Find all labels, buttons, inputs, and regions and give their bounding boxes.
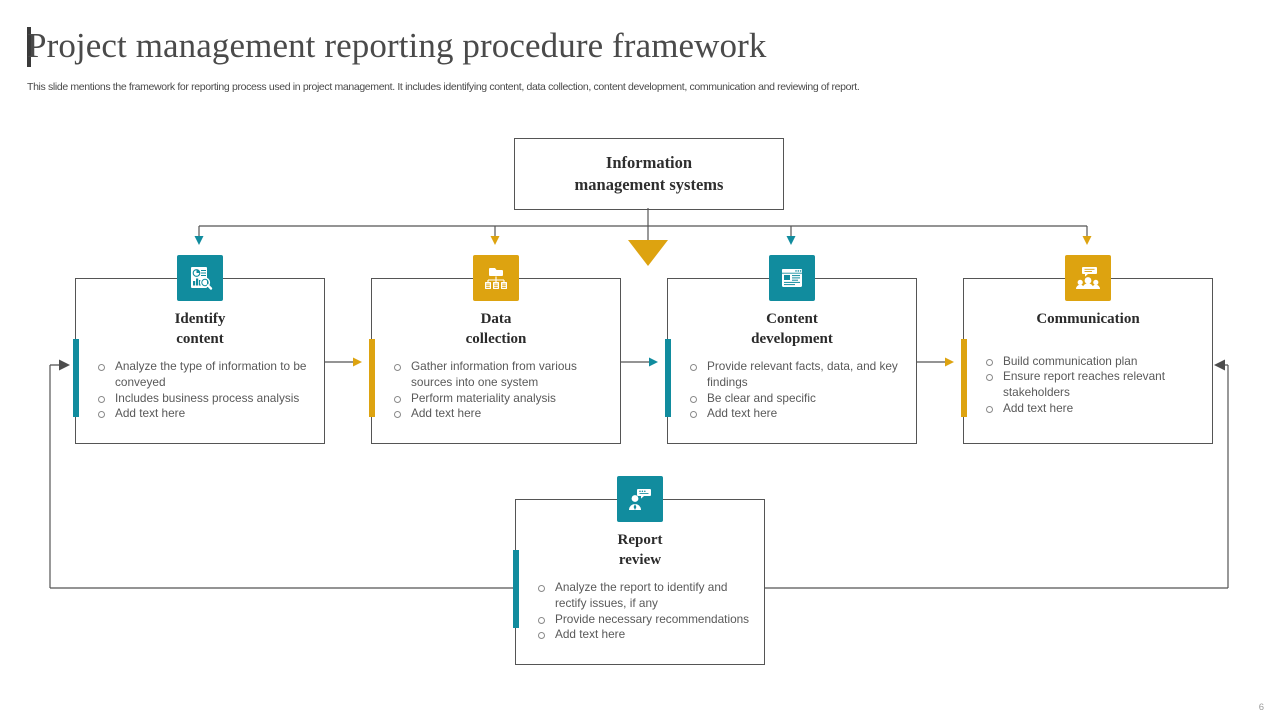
page-title: Project management reporting procedure f… [27, 26, 767, 65]
card-title: Communication [978, 310, 1198, 330]
card-title-line1: Communication [1036, 311, 1140, 327]
person-speech-bubble-icon [617, 476, 663, 522]
card-identify-content[interactable]: Identify content Analyze the type of inf… [73, 255, 325, 444]
card-report-review[interactable]: Report review Analyze the report to iden… [513, 476, 765, 665]
list-item: Add text here [690, 406, 902, 422]
list-item: Add text here [986, 401, 1198, 417]
list-item: Add text here [98, 406, 310, 422]
list-item: Provide relevant facts, data, and key fi… [690, 359, 902, 391]
card-title-line1: Content [766, 311, 818, 327]
card-title-line2: development [751, 330, 833, 347]
card-accent-bar [665, 339, 671, 417]
card-title-line2: collection [465, 330, 527, 347]
card-title-line1: Report [617, 532, 663, 548]
topbox-label-line1: Information [605, 153, 693, 172]
card-data-collection[interactable]: Data collection Gather information from … [369, 255, 621, 444]
information-management-systems-box[interactable]: Information management systems [514, 138, 784, 210]
document-layout-icon [769, 255, 815, 301]
page-number: 6 [1258, 702, 1264, 713]
people-speech-icon [1065, 255, 1111, 301]
list-item: Build communication plan [986, 354, 1198, 370]
list-item: Ensure report reaches relevant stakehold… [986, 369, 1198, 401]
page-subtitle: This slide mentions the framework for re… [27, 81, 860, 93]
card-accent-bar [513, 550, 519, 628]
card-title-line1: Identify [174, 311, 226, 327]
list-item: Perform materiality analysis [394, 391, 606, 407]
title-accent-bar [27, 27, 31, 67]
list-item: Analyze the type of information to be co… [98, 359, 310, 391]
card-title: Content development [682, 310, 902, 349]
card-bullet-list: Analyze the type of information to be co… [76, 359, 324, 422]
card-content-development[interactable]: Content development Provide relevant fac… [665, 255, 917, 444]
card-title-line2: review [618, 551, 662, 568]
card-bullet-list: Analyze the report to identify and recti… [516, 580, 764, 643]
card-accent-bar [369, 339, 375, 417]
card-bullet-list: Build communication plan Ensure report r… [964, 354, 1212, 417]
card-accent-bar [961, 339, 967, 417]
list-item: Analyze the report to identify and recti… [538, 580, 750, 612]
list-item: Add text here [538, 627, 750, 643]
list-item: Add text here [394, 406, 606, 422]
card-title-line2: content [176, 330, 224, 347]
list-item: Includes business process analysis [98, 391, 310, 407]
list-item: Gather information from various sources … [394, 359, 606, 391]
topbox-label: Information management systems [575, 152, 724, 196]
card-title: Identify content [90, 310, 310, 349]
topbox-label-line2: management systems [574, 175, 724, 194]
card-bullet-list: Provide relevant facts, data, and key fi… [668, 359, 916, 422]
list-item: Provide necessary recommendations [538, 612, 750, 628]
report-analysis-icon [177, 255, 223, 301]
data-folder-network-icon [473, 255, 519, 301]
card-title: Report review [530, 531, 750, 570]
card-title-line1: Data [480, 311, 512, 327]
card-bullet-list: Gather information from various sources … [372, 359, 620, 422]
card-communication[interactable]: Communication Build communication plan E… [961, 255, 1213, 444]
card-title: Data collection [386, 310, 606, 349]
card-accent-bar [73, 339, 79, 417]
list-item: Be clear and specific [690, 391, 902, 407]
